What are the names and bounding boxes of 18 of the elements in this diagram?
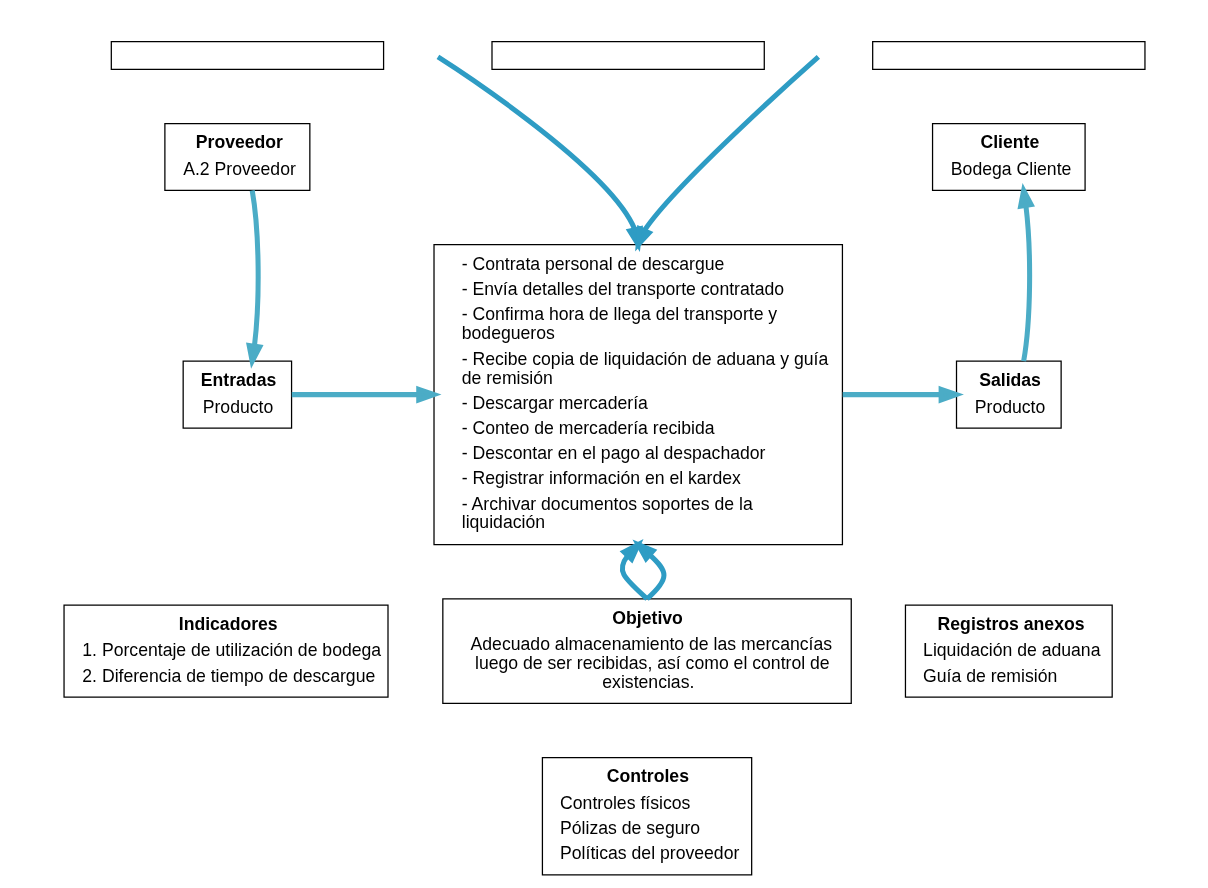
node-box: [110, 41, 384, 70]
arrow: [619, 539, 649, 601]
node-box: Objetivo Adecuado almacenamiento de las mercancías luego de ser recibidas, así como el control de existencias.: [441, 598, 852, 705]
arrow: [632, 539, 666, 601]
node-box: Salidas Producto: [955, 360, 1062, 429]
arrow: [842, 385, 964, 404]
node-box: Proveedor A.2 Proveedor: [163, 122, 310, 192]
node-box: Registros anexos Liquidación de aduana Guía de remisión: [904, 604, 1113, 698]
node-box: Controles Controles físicos Pólizas de seguro Políticas del proveedor: [541, 757, 752, 876]
node-box: [490, 41, 765, 70]
node-box: - Contrata personal de descargue - Envía detalles del transporte contratado - Confirma hora de llega del transporte y bodegueros - Recibe copia de liquidación de aduana y guía de remisión - Descargar mercadería - Conteo de mercadería recibida - Descontar en el pago al despachador - Registrar información en el kardex - Archivar documentos soportes de la liquidación: [432, 243, 843, 546]
arrow: [1016, 182, 1035, 362]
arrow: [291, 385, 441, 404]
node-box: [871, 41, 1146, 70]
node-box: Cliente Bodega Cliente: [931, 122, 1086, 192]
node-box: Entradas Producto: [182, 360, 292, 429]
node-box: Indicadores 1. Porcentaje de utilización de bodega 2. Diferencia de tiempo de descargue: [62, 604, 389, 698]
arrow: [245, 190, 264, 369]
